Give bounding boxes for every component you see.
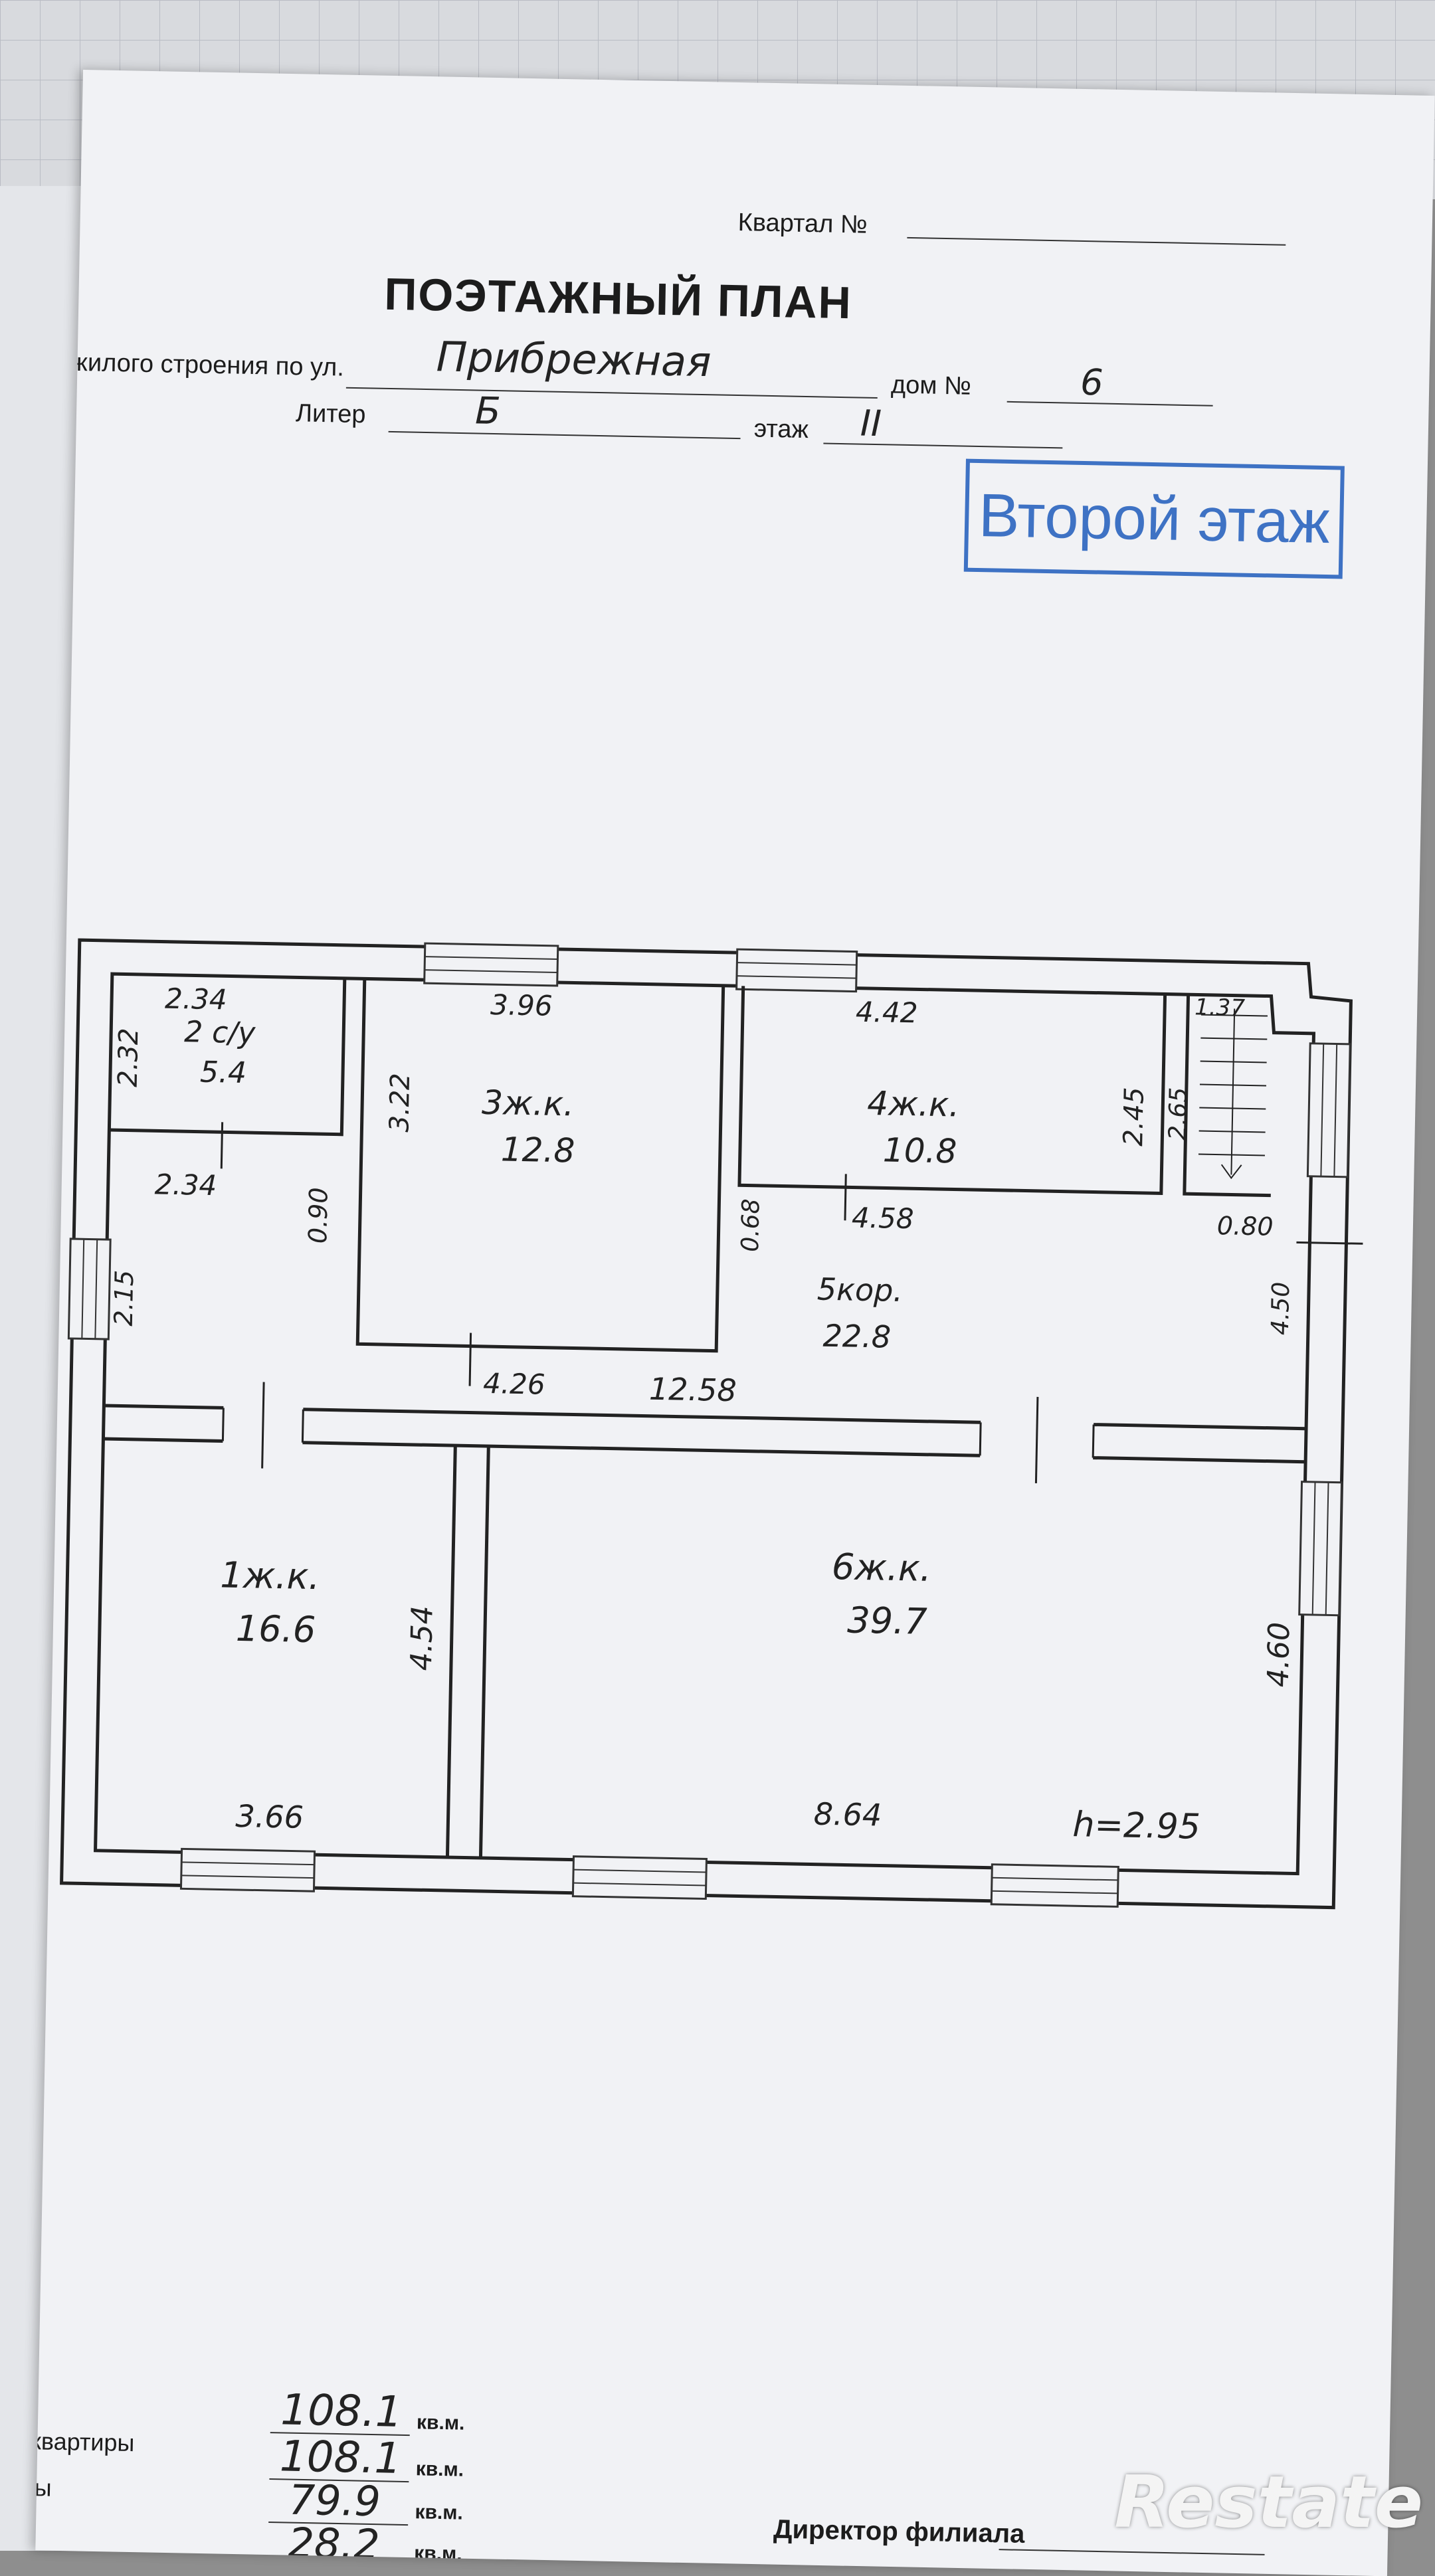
dim-2-bottom: 2.34 <box>154 1168 217 1202</box>
dim-4-50: 4.50 <box>1267 1281 1295 1335</box>
house-value: 6 <box>1080 361 1104 404</box>
footer-unit-4: кв.м. <box>414 2542 462 2565</box>
floor-plan-document: Квартал № ПОЭТАЖНЫЙ ПЛАН жилого строения… <box>35 70 1435 2576</box>
footer-value-1: 108.1 <box>280 2385 403 2437</box>
dim-4-bottom: 4.58 <box>852 1202 914 1236</box>
street-line <box>345 387 878 399</box>
window-top-1 <box>423 942 559 987</box>
wall-room-3 <box>355 978 725 1353</box>
footer-unit-2: кв.м. <box>415 2458 464 2481</box>
dim-4-top: 4.42 <box>856 996 918 1030</box>
footer-value-4: 28.2 <box>287 2518 381 2569</box>
footer-label-1: дь квартиры <box>35 2427 135 2457</box>
dim-1-side: 4.54 <box>405 1606 440 1671</box>
room-3-area: 12.8 <box>500 1130 575 1170</box>
room-3-label: 3ж.к. <box>482 1083 575 1124</box>
kvartal-label: Квартал № <box>737 208 868 239</box>
footer-unit-3: кв.м. <box>415 2501 464 2524</box>
dim-stair-bottom: 0.80 <box>1216 1211 1273 1242</box>
dim-0-68: 0.68 <box>737 1198 765 1252</box>
house-line <box>1006 401 1213 407</box>
floor-line <box>823 442 1063 449</box>
room-2-label: 2 с/у <box>184 1015 256 1050</box>
dim-0-90: 0.90 <box>303 1187 334 1243</box>
window-bottom-1 <box>179 1847 316 1892</box>
floor-value: II <box>860 402 882 445</box>
footer-value-3: 79.9 <box>288 2475 381 2526</box>
room-4-area: 10.8 <box>882 1131 957 1170</box>
window-top-2 <box>735 948 858 993</box>
floor-plan: 2 с/у 5.4 3ж.к. 12.8 4ж.к. 10.8 5кор. 22… <box>60 938 1363 1910</box>
window-bottom-2 <box>571 1855 708 1900</box>
dim-3-bottom: 4.26 <box>483 1367 545 1401</box>
floor-label: этаж <box>753 414 809 444</box>
wall-room-2 <box>109 978 347 1137</box>
liter-label: Литер <box>295 399 366 429</box>
dim-6-bottom: 8.64 <box>813 1796 882 1833</box>
dim-1-bottom: 3.66 <box>235 1798 304 1835</box>
window-right-1 <box>1306 1042 1351 1178</box>
street-label: жилого строения по ул. <box>70 348 345 382</box>
dim-3-top: 3.96 <box>490 988 553 1022</box>
wall-corridor-bottom <box>104 1404 1307 1431</box>
wall-room-4 <box>737 986 1167 1196</box>
house-label: дом № <box>890 371 972 401</box>
exterior-wall-outer <box>60 938 1353 1910</box>
wall-stair <box>1183 994 1271 1198</box>
room-4-label: 4ж.к. <box>867 1084 960 1125</box>
dim-stair-side: 2.65 <box>1164 1087 1193 1141</box>
room-2-area: 5.4 <box>200 1056 247 1090</box>
kvartal-line <box>907 236 1286 246</box>
ceiling-height: h=2.95 <box>1072 1805 1200 1847</box>
page-title: ПОЭТАЖНЫЙ ПЛАН <box>383 268 853 329</box>
window-bottom-3 <box>990 1863 1119 1908</box>
footer-label-2: тиры <box>35 2473 52 2502</box>
restate-watermark: Restate <box>1114 2461 1423 2544</box>
wall-room-1-right <box>445 1445 457 1858</box>
room-6-label: 6ж.к. <box>831 1546 931 1590</box>
room-1-area: 16.6 <box>235 1608 316 1651</box>
exterior-wall-inner <box>93 972 1316 1876</box>
dim-2-15: 2.15 <box>109 1269 140 1326</box>
window-right-2 <box>1298 1481 1343 1617</box>
dim-12-58: 12.58 <box>649 1371 737 1409</box>
wall-room-1-right-2 <box>478 1446 490 1859</box>
room-6-area: 39.7 <box>847 1600 927 1643</box>
dim-3-side: 3.22 <box>384 1073 416 1133</box>
director-label: Директор филиала <box>773 2514 1025 2549</box>
wall-corridor-bottom-2 <box>103 1437 1306 1464</box>
dim-2-side: 2.32 <box>113 1028 145 1087</box>
floor-stamp: Второй этаж <box>963 458 1345 579</box>
footer-unit-1: кв.м. <box>416 2411 465 2435</box>
dim-2-top: 2.34 <box>165 982 227 1016</box>
room-5-label: 5кор. <box>816 1271 903 1309</box>
dim-6-side: 4.60 <box>1262 1622 1297 1688</box>
window-left-1 <box>67 1238 112 1340</box>
street-value: Прибрежная <box>436 332 712 387</box>
room-1-label: 1ж.к. <box>220 1554 320 1598</box>
liter-value: Б <box>474 389 502 434</box>
liter-line <box>388 430 741 440</box>
dim-stair-top: 1.37 <box>1195 994 1246 1021</box>
dim-4-side: 2.45 <box>1118 1087 1150 1147</box>
room-5-area: 22.8 <box>822 1318 891 1355</box>
